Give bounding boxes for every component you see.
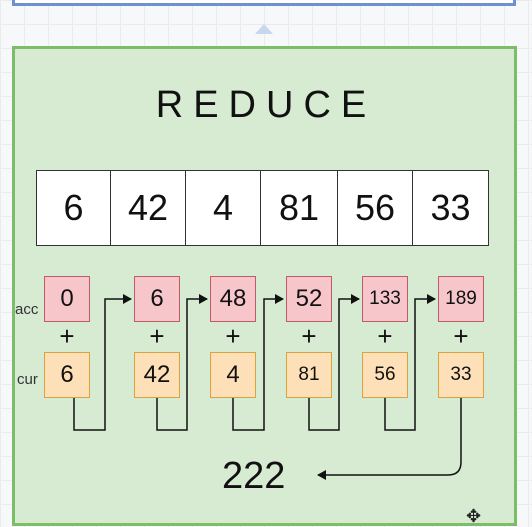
current-value-box[interactable]: 42 [134,352,180,398]
array-cell[interactable]: 81 [261,170,338,246]
accumulator-box[interactable]: 6 [134,276,180,322]
result-arrow [317,398,462,480]
array-cell[interactable]: 56 [338,170,413,246]
array-cell[interactable]: 6 [36,170,111,246]
current-value-box[interactable]: 6 [44,352,90,398]
reduce-diagram-container[interactable] [12,46,517,526]
array-cell[interactable]: 33 [413,170,489,246]
current-value-box[interactable]: 81 [286,352,332,398]
connector-arrow [384,294,436,431]
input-array[interactable]: 6 42 4 81 56 33 [36,170,489,246]
accumulator-box[interactable]: 189 [438,276,484,322]
connector-arrow [232,294,284,431]
current-value-box[interactable]: 4 [210,352,256,398]
accumulator-box[interactable]: 48 [210,276,256,322]
cur-label: cur [17,371,38,388]
connector-arrow [73,294,132,431]
current-value-box[interactable]: 56 [362,352,408,398]
plus-operator: + [301,321,317,351]
acc-label: acc [15,301,39,318]
plus-operator: + [225,321,241,351]
plus-operator: + [149,321,165,351]
plus-operator: + [59,321,75,351]
array-cell[interactable]: 4 [186,170,261,246]
accumulator-box[interactable]: 0 [44,276,90,322]
plus-operator: + [377,321,393,351]
move-icon[interactable]: ✥ [466,506,482,526]
array-cell[interactable]: 42 [111,170,186,246]
resize-handle-icon[interactable] [255,24,273,34]
connector-arrow [308,294,360,431]
accumulator-box[interactable]: 52 [286,276,332,322]
connector-arrow [156,294,208,431]
accumulator-box[interactable]: 133 [362,276,408,322]
diagram-title: REDUCE [155,84,377,126]
plus-operator: + [453,321,469,351]
current-value-box[interactable]: 33 [438,352,484,398]
shape-above[interactable] [12,0,516,6]
reduce-result[interactable]: 222 [222,455,286,497]
